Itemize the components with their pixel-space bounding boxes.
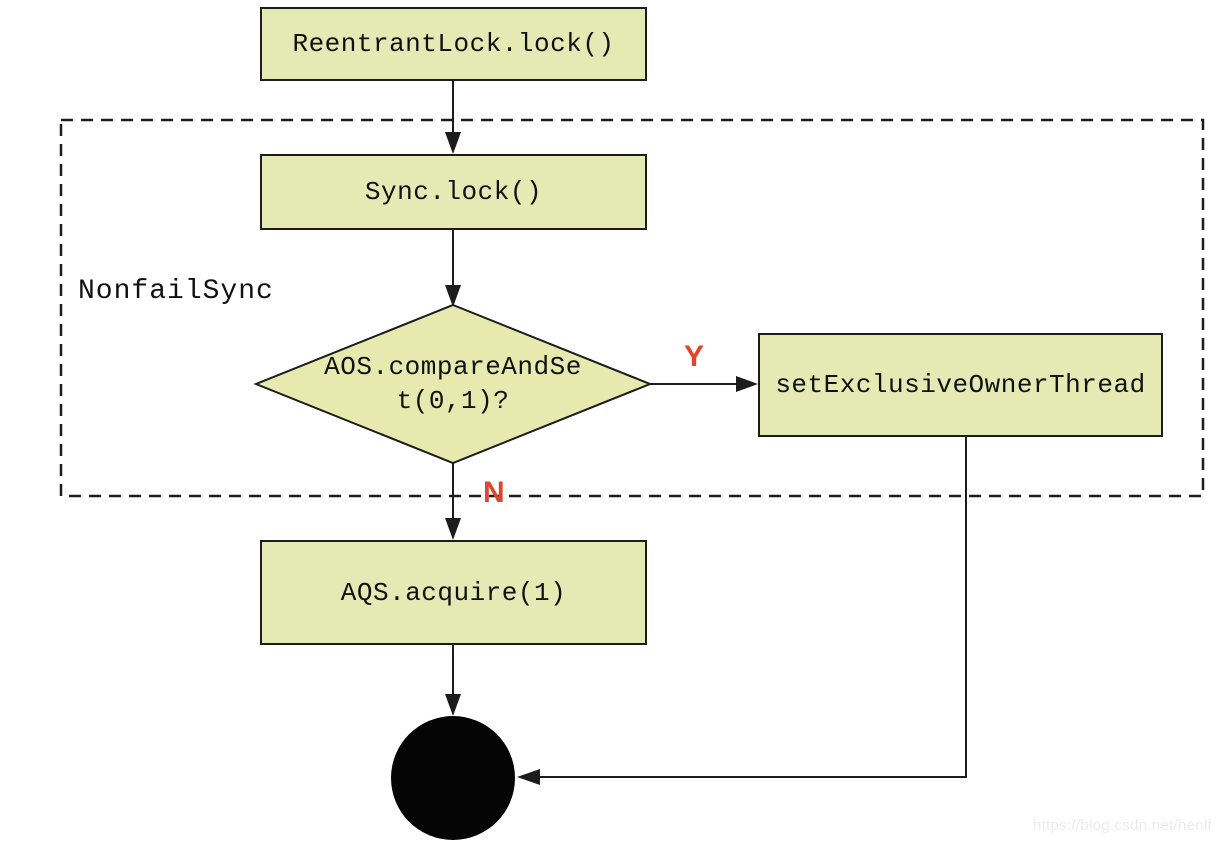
arrowhead-into-sync	[445, 132, 461, 154]
edge-label-yes: Y	[684, 340, 705, 373]
decision-label-line1: AOS.compareAndSe	[324, 352, 582, 382]
arrowhead-into-decision	[445, 285, 461, 307]
node-aqs-acquire: AQS.acquire(1)	[260, 540, 647, 645]
node-reentrantlock-lock-label: ReentrantLock.lock()	[292, 29, 615, 59]
node-reentrantlock-lock: ReentrantLock.lock()	[260, 7, 647, 81]
end-state-circle	[391, 716, 515, 840]
arrowhead-into-end-right	[517, 769, 540, 785]
edge-label-no: N	[483, 476, 505, 509]
arrowhead-into-setowner	[736, 376, 758, 392]
node-set-exclusive-owner-thread-label: setExclusiveOwnerThread	[775, 370, 1146, 400]
node-set-exclusive-owner-thread: setExclusiveOwnerThread	[758, 333, 1163, 437]
decision-label-line2: t(0,1)?	[396, 386, 510, 416]
node-aqs-acquire-label: AQS.acquire(1)	[340, 577, 567, 608]
nonfailsync-dashed-container	[59, 118, 1205, 498]
decision-compareandset-label: AOS.compareAndSe t(0,1)?	[293, 350, 613, 418]
node-sync-lock-label: Sync.lock()	[364, 177, 543, 207]
arrowhead-into-acquire	[445, 518, 461, 540]
arrowhead-into-end-top	[445, 694, 461, 716]
node-sync-lock: Sync.lock()	[260, 154, 647, 230]
watermark-url: https://blog.csdn.net/henlf	[1032, 817, 1212, 834]
edge-setowner-to-end	[540, 437, 967, 778]
nonfailsync-container-label: NonfailSync	[78, 276, 274, 307]
